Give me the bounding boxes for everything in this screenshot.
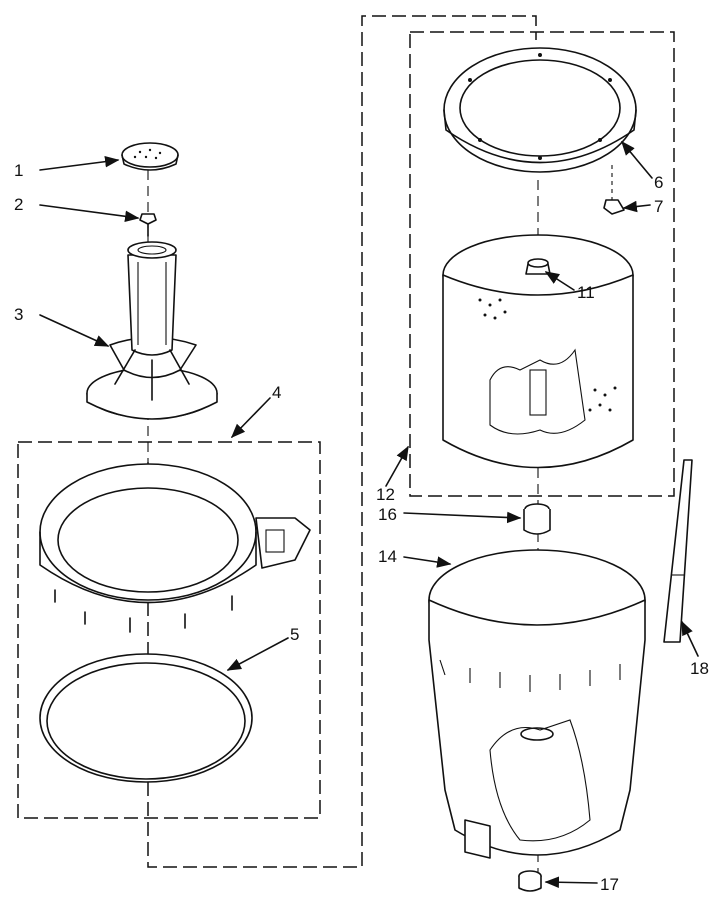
part-6-balance-ring[interactable] (443, 47, 637, 173)
part-17-drain-nut[interactable] (518, 870, 542, 892)
callout-12: 12 (376, 485, 395, 504)
part-2-bolt[interactable] (139, 213, 157, 237)
part-4-group-box (17, 441, 321, 819)
callout-4: 4 (272, 383, 281, 402)
callout-18: 18 (690, 659, 709, 678)
part-12-wash-basket[interactable] (442, 234, 634, 469)
callout-2: 2 (14, 195, 23, 214)
callout-14: 14 (378, 547, 397, 566)
part-3-agitator[interactable] (86, 241, 218, 420)
callout-3: 3 (14, 305, 23, 324)
part-12-group-box (409, 31, 675, 497)
part-4-tub-ring[interactable] (39, 463, 311, 633)
part-1-agitator-cap[interactable] (121, 142, 179, 171)
callout-5: 5 (290, 625, 299, 644)
part-16-hub[interactable] (523, 503, 551, 535)
callout-7: 7 (654, 197, 663, 216)
part-14-outer-tub[interactable] (428, 549, 646, 859)
basket-perforations (478, 298, 617, 412)
part-18-hose[interactable] (663, 459, 693, 643)
callout-16: 16 (378, 505, 397, 524)
part-11-drive-nut[interactable] (525, 258, 551, 275)
callout-17: 17 (600, 875, 619, 894)
part-7-clip[interactable] (603, 165, 625, 215)
callout-6: 6 (654, 173, 663, 192)
leader-lines (39, 140, 699, 889)
connector-frame-line (147, 15, 537, 868)
callout-11: 11 (577, 283, 595, 302)
callout-1: 1 (14, 161, 23, 180)
part-5-tub-ring-gasket[interactable] (39, 653, 253, 783)
